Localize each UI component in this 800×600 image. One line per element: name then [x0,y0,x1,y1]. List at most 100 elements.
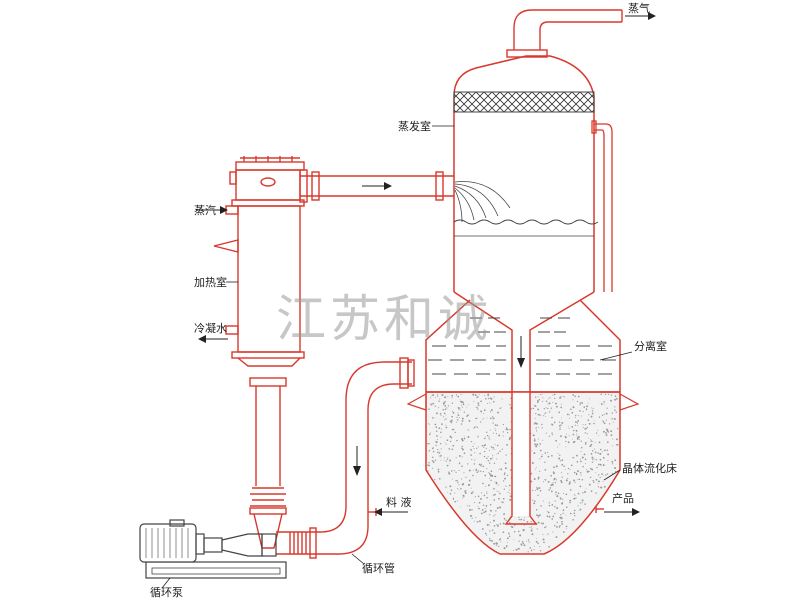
crystal-particle [598,480,600,483]
crystal-particle [492,422,494,424]
crystal-particle [554,421,556,423]
crystal-particle [556,526,558,528]
crystal-bed-vessel [406,391,640,555]
crystal-particle [564,436,567,439]
crystal-particle [551,454,553,457]
crystal-particle [495,433,498,435]
crystal-particle [579,404,581,406]
crystal-particle [489,462,491,464]
crystal-particle [561,463,564,466]
crystal-particle [582,426,584,428]
crystal-particle [536,486,538,488]
crystal-particle [478,446,480,448]
crystal-particle [535,422,538,425]
crystal-particle [593,420,595,421]
crystal-particle [530,472,533,475]
crystal-particle [499,523,502,525]
crystal-particle [437,448,439,451]
crystal-particle [572,406,575,409]
crystal-particle [557,453,559,455]
crystal-particle [584,428,586,430]
crystal-particle [534,404,536,406]
crystal-particle [452,478,454,480]
crystal-particle [522,542,525,545]
crystal-particle [440,454,442,457]
crystal-particle [562,512,564,514]
crystal-particle [455,479,457,482]
crystal-particle [486,492,488,494]
crystal-particle [585,408,588,411]
crystal-particle [486,468,488,470]
crystal-particle [547,403,549,405]
crystal-particle [529,526,531,528]
crystal-particle [565,479,568,482]
crystal-particle [542,522,544,525]
crystal-particle [566,506,568,508]
crystal-particle [479,452,481,455]
crystal-particle [573,479,575,482]
crystal-particle [490,479,492,482]
crystal-particle [611,412,613,414]
crystal-particle [489,417,492,420]
crystal-particle [552,401,554,403]
crystal-particle [449,435,452,438]
crystal-particle [438,452,440,454]
crystal-particle [569,417,570,419]
crystal-particle [428,462,430,464]
crystal-particle [477,402,480,404]
crystal-particle [537,542,539,544]
crystal-particle [435,441,438,444]
crystal-particle [509,428,511,431]
crystal-particle [503,472,506,474]
crystal-particle [547,511,550,514]
crystal-particle [478,501,481,504]
crystal-particle [560,472,562,474]
crystal-particle [535,396,537,398]
crystal-particle [554,482,557,484]
crystal-particle [467,463,469,465]
label-steam: 蒸汽 [194,203,216,217]
crystal-particle [460,393,462,395]
crystal-particle [461,393,463,395]
crystal-particle [485,435,486,437]
crystal-particle [432,447,435,449]
crystal-particle [534,545,535,547]
crystal-particle [564,468,566,470]
crystal-particle [476,397,477,399]
crystal-particle [486,490,488,492]
crystal-particle [576,422,579,424]
crystal-particle [502,522,505,525]
crystal-particle [497,411,499,414]
crystal-particle [553,466,555,469]
crystal-particle [582,465,584,468]
crystal-particle [456,439,458,442]
crystal-particle [434,459,437,461]
crystal-particle [489,429,491,431]
crystal-particle [475,417,478,420]
crystal-particle [496,507,499,509]
crystal-particle [579,472,582,474]
crystal-particle [472,469,474,471]
crystal-particle [615,444,618,446]
crystal-particle [510,407,512,409]
crystal-particle [466,505,468,507]
crystal-particle [537,517,539,518]
crystal-particle [553,472,555,475]
crystal-particle [483,455,486,458]
crystal-particle [597,429,599,431]
crystal-particle [567,441,570,444]
crystal-particle [547,398,549,400]
crystal-particle [496,424,499,427]
crystal-particle [577,420,580,422]
crystal-particle [498,538,501,541]
crystal-particle [575,414,577,417]
crystal-particle [577,415,579,417]
crystal-particle [565,493,568,496]
crystal-particle [445,414,447,416]
crystal-particle [494,514,496,516]
crystal-particle [525,540,527,542]
crystal-particle [568,427,570,429]
crystal-particle [461,439,464,442]
crystal-particle [606,429,609,431]
crystal-particle [558,424,561,427]
